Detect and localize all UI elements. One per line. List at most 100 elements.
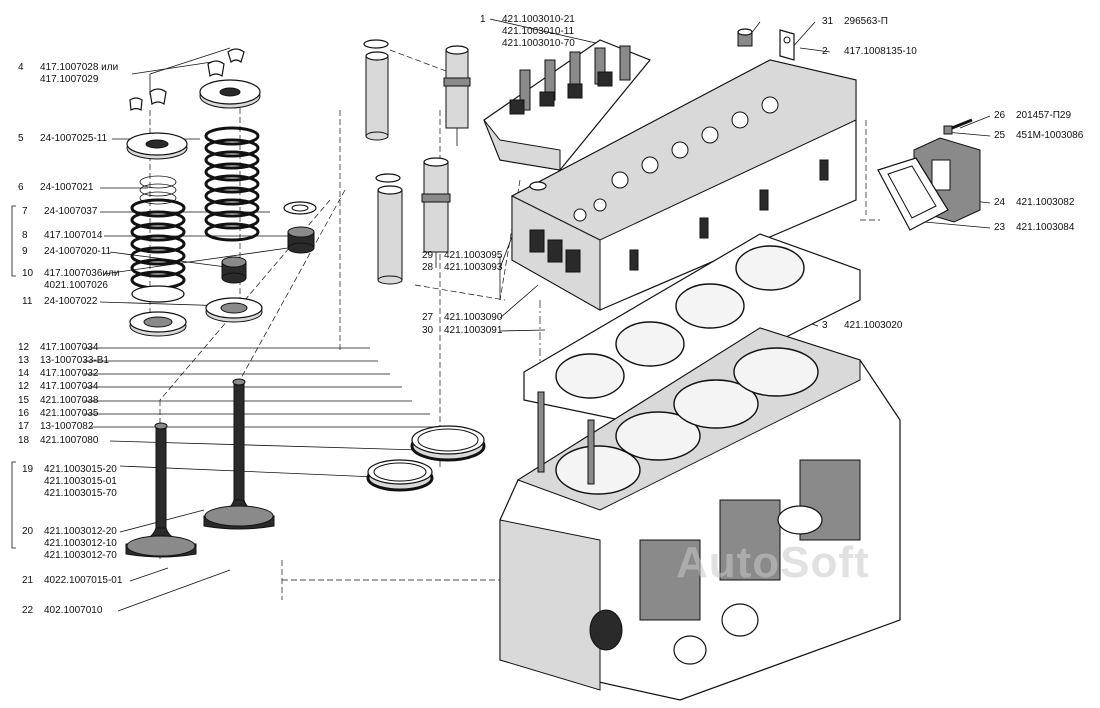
spring-retainer-top [199,79,261,109]
callout-number: 4 [18,62,24,73]
valve-cotters [129,48,245,112]
valve-guides [363,39,471,285]
part-code: 4021.1007026 [44,280,108,291]
part-code: 4022.1007015-01 [44,575,123,586]
callout-c18: 18 421.1007080 [18,435,98,447]
part-code: 417.1007034 [40,342,99,353]
part-code: 421.1003015-20 [44,464,117,475]
part-code: 421.1003015-70 [44,488,117,499]
callout-c27: 27 421.1003090 [422,312,502,324]
part-code: 24-1007022 [44,296,98,307]
callout-number: 20 [22,526,34,537]
spring-washer-right [205,297,263,323]
callout-c17: 17 13-1007082 [18,421,93,433]
bolt-26 [943,118,973,135]
part-code: 13-1007033-В1 [40,355,109,366]
callout-number: 21 [22,575,34,586]
callout-number: 8 [22,230,28,241]
callout-number: 5 [18,133,24,144]
callout-number: 16 [18,408,30,419]
part-code: 13-1007082 [40,421,94,432]
callout-number: 26 [994,110,1006,121]
watermark: AutoSoft [676,538,870,587]
callout-number: 19 [22,464,34,475]
callout-number: 18 [18,435,30,446]
callout-number: 27 [422,312,434,323]
callout-number: 13 [18,355,30,366]
part-code: 24-1007020-11 [44,246,112,257]
valve-spring-right [204,126,260,242]
cylinder-head [510,59,857,311]
part-code: 417.1008135-10 [844,46,917,57]
studs [537,391,595,485]
callout-number: 30 [422,325,434,336]
callout-c21: 21 4022.1007015-01 [22,575,122,587]
plug-31 [737,28,753,47]
callout-c14: 14 417.1007032 [18,368,98,380]
callout-number: 29 [422,250,434,261]
part-code: 402.1007010 [44,605,103,616]
part-code: 421.1007035 [40,408,99,419]
part-code: 421.1003090 [444,312,503,323]
callout-number: 12 [18,342,30,353]
part-code: 417.1007028 или [40,62,119,73]
part-code: 417.1007029 [40,74,99,85]
callout-c23: 23 421.1003084 [994,222,1074,234]
callout-number: 28 [422,262,434,273]
valve-seat-rings [366,425,486,492]
gasket-23 [877,157,949,231]
exhaust-valve [125,422,197,558]
callout-number: 10 [22,268,34,279]
part-code: 24-1007037 [44,206,98,217]
part-code: 421.1007038 [40,395,99,406]
part-code: 417.1007032 [40,368,99,379]
callout-c7: 7 24-1007037 [22,206,97,218]
part-code: 421.1003012-70 [44,550,117,561]
part-code: 417.1007034 [40,381,99,392]
callout-number: 17 [18,421,30,432]
callout-number: 31 [822,16,834,27]
spring-washer-left [129,311,187,337]
valve-spring-left [130,175,186,303]
part-code: 417.1007014 [44,230,103,241]
part-code: 421.1007080 [40,435,99,446]
spring-retainer-left [126,132,188,160]
part-code: 421.1003095 [444,250,503,261]
callout-c8: 8 417.1007014 [22,230,102,242]
part-code: 24-1007021 [40,182,94,193]
callout-number: 14 [18,368,30,379]
part-code: 421.1003084 [1016,222,1075,233]
callout-number: 23 [994,222,1006,233]
part-code: 421.1003012-20 [44,526,117,537]
part-code: 421.1003010-21 [502,14,575,25]
intake-valve [203,378,275,530]
callout-c26: 26 201457-П29 [994,110,1071,122]
callout-number: 11 [22,296,33,307]
callout-number: 25 [994,130,1006,141]
callout-number: 1 [480,14,486,25]
callout-number: 15 [18,395,30,406]
callout-number: 7 [22,206,28,217]
part-code: 421.1003093 [444,262,503,273]
part-code: 201457-П29 [1016,110,1072,121]
part-code: 421.1003015-01 [44,476,117,487]
callout-c15: 15 421.1007038 [18,395,98,407]
callout-number: 22 [22,605,34,616]
cylinder-head-assembly [483,39,651,171]
callout-c11: 11 24-1007022 [22,296,97,308]
cylinder-block [499,327,901,701]
callout-c29: 29 421.1003095 [422,250,502,262]
